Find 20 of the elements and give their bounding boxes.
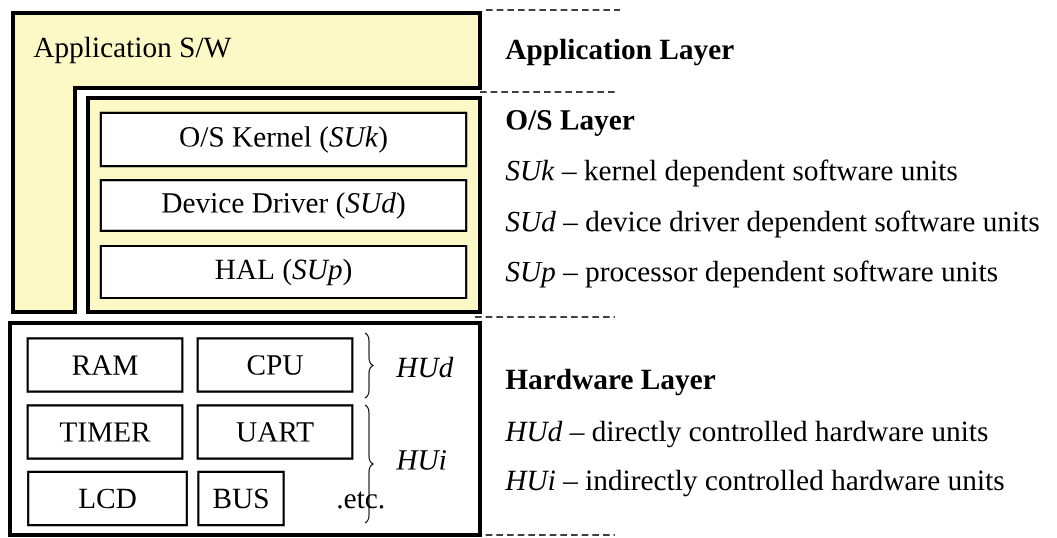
unit-box: Device Driver (SUd) bbox=[99, 179, 468, 232]
layer-heading: Application Layer bbox=[505, 38, 734, 66]
unit-box: LCD bbox=[27, 470, 188, 527]
unit-box: BUS bbox=[197, 470, 285, 527]
unit-box: RAM bbox=[26, 337, 184, 393]
legend-text: SUp – processor dependent software units bbox=[505, 260, 998, 288]
group-label: HUd bbox=[395, 356, 454, 378]
legend-text: HUi – indirectly controlled hardware units bbox=[504, 469, 1004, 497]
unit-box: O/S Kernel (SUk) bbox=[99, 111, 468, 168]
unit-box: CPU bbox=[196, 337, 354, 393]
group-label: HUi bbox=[395, 450, 446, 470]
layer-heading: Hardware Layer bbox=[505, 368, 716, 396]
etc-label: .etc. bbox=[338, 491, 384, 509]
legend-text: SUk – kernel dependent software units bbox=[505, 159, 957, 187]
legend-text: SUd – device driver dependent software units bbox=[505, 210, 1039, 238]
unit-box: UART bbox=[196, 404, 354, 460]
legend-text: HUd – directly controlled hardware units bbox=[504, 420, 988, 448]
unit-box: TIMER bbox=[26, 404, 184, 460]
unit-box: HAL (SUp) bbox=[99, 244, 468, 300]
layer-heading: O/S Layer bbox=[506, 110, 635, 136]
